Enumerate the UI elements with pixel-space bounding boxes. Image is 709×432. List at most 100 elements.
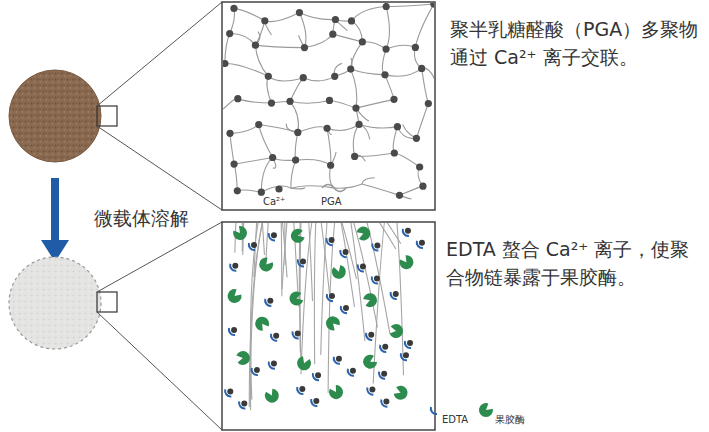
pga-chain bbox=[230, 34, 256, 46]
pga-chain bbox=[385, 68, 422, 76]
pga-chain bbox=[385, 75, 394, 99]
legend-sample bbox=[431, 407, 437, 414]
pga-chain bbox=[393, 127, 397, 153]
calcium-ion bbox=[416, 163, 423, 170]
calcium-ion bbox=[413, 135, 420, 142]
pga-chain bbox=[234, 164, 237, 191]
calcium-ion bbox=[419, 183, 426, 190]
calcium-ion bbox=[230, 5, 237, 12]
pga-chain bbox=[329, 100, 355, 108]
pga-chain bbox=[259, 125, 298, 133]
pga-chain bbox=[255, 21, 264, 45]
pga-chain bbox=[266, 223, 282, 296]
calcium-ion bbox=[351, 153, 358, 160]
pectinase-icon bbox=[256, 255, 275, 274]
pga-chain bbox=[234, 8, 265, 20]
calcium-ion bbox=[381, 71, 388, 78]
pga-chain bbox=[295, 132, 298, 160]
pga-chain bbox=[394, 153, 419, 167]
pga-chain bbox=[230, 125, 259, 134]
pectinase-icon bbox=[361, 353, 379, 371]
calcium-ion bbox=[425, 100, 432, 107]
pga-chain bbox=[230, 133, 234, 164]
chelated-calcium bbox=[405, 228, 411, 234]
pga-chain bbox=[230, 8, 235, 33]
chelated-calcium bbox=[403, 352, 409, 358]
chelated-calcium bbox=[374, 275, 380, 281]
zoom-marker bbox=[97, 292, 117, 312]
chelated-calcium bbox=[232, 263, 238, 269]
pga-chain bbox=[303, 76, 334, 81]
calcium-ion bbox=[331, 73, 338, 80]
pga-chain bbox=[373, 223, 403, 383]
pga-chain bbox=[291, 160, 296, 188]
chelated-calcium bbox=[251, 242, 257, 248]
pga-chain bbox=[259, 125, 273, 158]
pectinase-icon bbox=[355, 225, 372, 243]
calcium-ion bbox=[347, 66, 354, 73]
zoom-line bbox=[97, 312, 222, 430]
calcium-ion bbox=[223, 60, 229, 67]
pga-chain bbox=[255, 45, 304, 47]
pga-chain bbox=[290, 101, 298, 132]
pectinase-icon bbox=[263, 387, 281, 405]
calcium-ion bbox=[269, 154, 276, 161]
pectinase-icon bbox=[236, 350, 251, 366]
legend-sample bbox=[275, 185, 282, 192]
pga-chain bbox=[353, 124, 359, 156]
pga-chain bbox=[251, 223, 401, 410]
calcium-ion bbox=[258, 189, 265, 196]
chelated-calcium bbox=[419, 240, 425, 246]
chelated-calcium bbox=[295, 330, 301, 336]
pga-chain bbox=[328, 223, 390, 393]
chelated-calcium bbox=[360, 263, 366, 269]
zoom-line bbox=[97, 222, 222, 292]
pga-chain bbox=[261, 186, 291, 192]
zoom-line bbox=[97, 2, 222, 106]
calcium-ion bbox=[383, 3, 390, 10]
chelated-calcium bbox=[329, 293, 335, 299]
pectinase-icon bbox=[295, 355, 313, 372]
pectinase-icon bbox=[288, 290, 304, 307]
calcium-ion bbox=[355, 121, 362, 128]
pga-chain bbox=[362, 42, 386, 49]
chelated-calcium bbox=[383, 399, 389, 405]
calcium-ion bbox=[261, 17, 268, 24]
calcium-ion bbox=[230, 161, 237, 168]
chelated-calcium bbox=[343, 305, 349, 311]
chelated-calcium bbox=[336, 356, 342, 362]
chelated-calcium bbox=[271, 361, 277, 367]
pga-chain bbox=[351, 69, 385, 75]
calcium-ion bbox=[292, 156, 299, 163]
pectinase-icon bbox=[397, 253, 416, 272]
pga-chain bbox=[327, 128, 331, 165]
calcium-ion bbox=[327, 162, 334, 169]
calcium-ion bbox=[234, 187, 241, 194]
chelated-calcium bbox=[300, 258, 306, 264]
pga-chain bbox=[422, 68, 429, 103]
chelated-calcium bbox=[267, 298, 273, 304]
chelated-calcium bbox=[374, 243, 380, 249]
chelated-calcium bbox=[369, 387, 375, 393]
pga-chain bbox=[225, 34, 230, 64]
caption: 聚半乳糖醛酸（PGA）多聚物通过 Ca²⁺ 离子交联。 bbox=[450, 16, 706, 71]
pectinase-icon bbox=[330, 264, 347, 281]
pga-chain bbox=[386, 6, 389, 49]
pectinase-icon bbox=[323, 313, 342, 332]
pga-chain bbox=[234, 157, 273, 164]
calcium-ion bbox=[332, 16, 339, 23]
pga-chain bbox=[351, 42, 363, 69]
pga-chain bbox=[356, 99, 394, 108]
pga-chain bbox=[267, 76, 272, 103]
pga-chain bbox=[415, 4, 433, 47]
dissolve-arrow bbox=[51, 178, 59, 242]
pga-chain bbox=[290, 100, 329, 103]
chelated-calcium bbox=[271, 232, 277, 238]
calcium-ion bbox=[394, 123, 401, 130]
pectinase-icon bbox=[392, 384, 409, 402]
calcium-ion bbox=[348, 17, 355, 24]
calcium-ion bbox=[301, 44, 308, 51]
pga-chain bbox=[250, 223, 410, 400]
legend-text: 果胶酶 bbox=[494, 414, 526, 426]
pga-chain bbox=[238, 99, 272, 103]
